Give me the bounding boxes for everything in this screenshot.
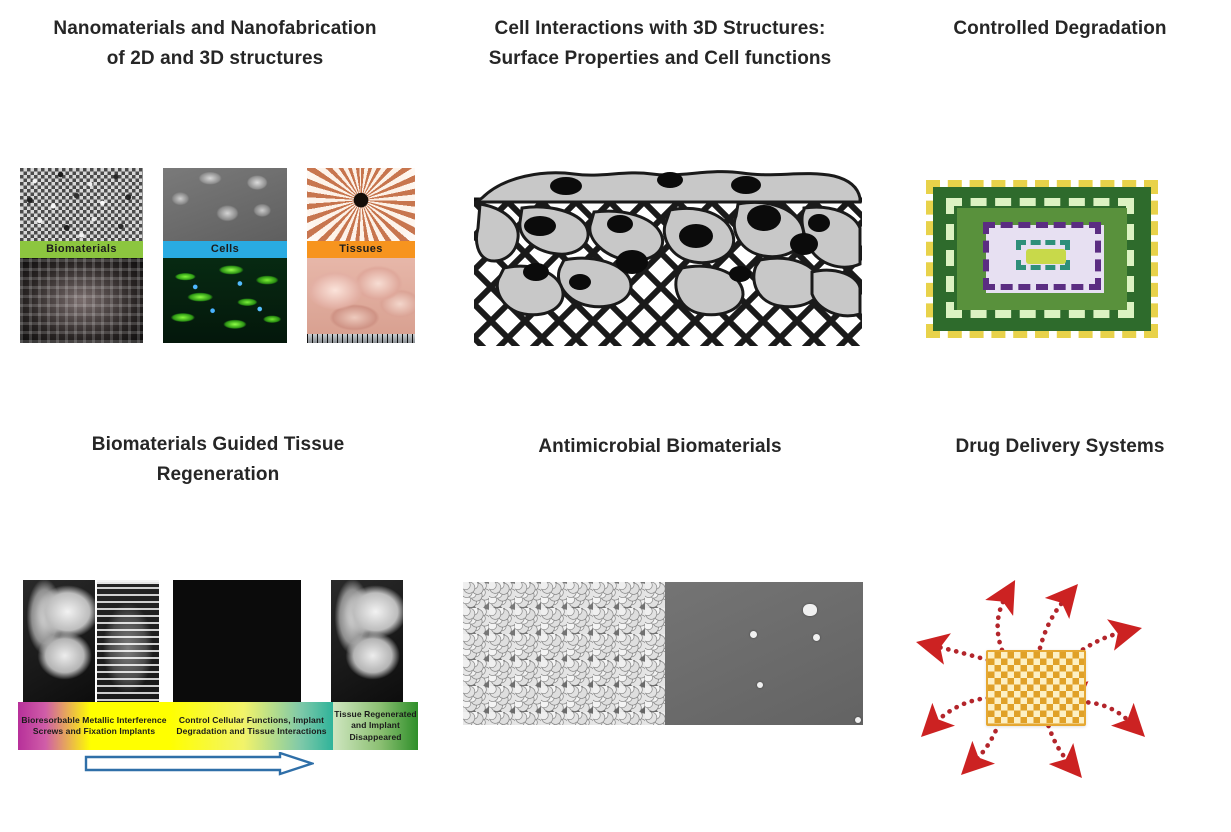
checkerboard-matrix-with-release-arrows <box>890 550 1180 800</box>
purple-dashes <box>983 222 1101 290</box>
page-title-cell-interactions: Cell Interactions with 3D Structures: Su… <box>488 18 832 69</box>
yellow-green-core <box>1026 249 1066 264</box>
bacteria-cluster <box>803 604 817 616</box>
scaffold-svg <box>474 170 862 346</box>
green-fluorescence-cells-thumb <box>233 580 301 702</box>
xray-tibia-with-screw-image <box>97 580 159 702</box>
cells-on-mesh-scaffold-diagram <box>474 168 862 346</box>
page-title-drug-delivery: Drug Delivery Systems <box>955 436 1165 457</box>
section-antimicrobial: Antimicrobial Biomaterials <box>440 420 880 832</box>
biomaterials-cells-tissues-triptych: Biomaterials Cells Tissues <box>20 168 415 343</box>
clean-surface-few-bacteria-image <box>665 582 863 725</box>
page-title-controlled-degradation: Controlled Degradation <box>953 18 1167 39</box>
green-fluorescence-cells-image <box>163 258 287 343</box>
pale-green-dashes <box>946 198 1134 318</box>
panel-label-tissues: Tissues <box>307 241 415 258</box>
arrow-svg <box>84 751 316 776</box>
caption-control-cellular-functions: Control Cellular Functions, Implant Degr… <box>170 702 333 750</box>
panel-tissues: Tissues <box>307 168 415 343</box>
outer-yellow-dashes <box>926 180 1158 338</box>
panel-cells: Cells <box>163 168 287 343</box>
sem-adherent-cells-image <box>163 168 287 241</box>
panel-biomaterials: Biomaterials <box>20 168 143 343</box>
section-nanomaterials: Nanomaterials and Nanofabrication of 2D … <box>0 0 430 400</box>
implant-degradation-timeline: Bioresorbable Metallic Interference Scre… <box>18 580 418 776</box>
section-controlled-degradation: Controlled Degradation <box>880 0 1231 400</box>
sem-nanoparticle-texture-image <box>20 168 143 241</box>
bacteria-dot <box>757 682 763 688</box>
xray-knee-lateral-image <box>23 580 95 702</box>
dense-bacteria-surface-image <box>463 582 665 725</box>
caption-text: Control Cellular Functions, Implant Degr… <box>176 714 327 737</box>
bacteria-dot <box>855 717 861 723</box>
tissue-photo-with-ruler-image <box>307 258 415 343</box>
process-direction-arrow <box>84 751 316 776</box>
concentric-dashed-rectangles-degradation <box>908 170 1173 345</box>
caption-bioresorbable-implants: Bioresorbable Metallic Interference Scre… <box>18 702 170 750</box>
teal-dashes <box>1016 240 1070 270</box>
caption-tissue-regenerated: Tissue Regenerated and Implant Disappear… <box>333 702 418 750</box>
xray-knee-regenerated-image <box>331 580 403 702</box>
page-title-nanomaterials: Nanomaterials and Nanofabrication of 2D … <box>53 18 377 69</box>
page-title-antimicrobial: Antimicrobial Biomaterials <box>538 436 782 457</box>
section-drug-delivery: Drug Delivery Systems <box>880 420 1231 832</box>
caption-text: Tissue Regenerated and Implant Disappear… <box>334 708 417 742</box>
section-tissue-regeneration: Biomaterials Guided Tissue Regeneration … <box>0 420 430 832</box>
section-cell-interactions: Cell Interactions with 3D Structures: Su… <box>440 0 880 400</box>
micro-grid-pattern-image <box>20 258 143 343</box>
ruler-scale <box>307 334 415 343</box>
bacteria-dot <box>813 634 820 641</box>
bacteria-dot <box>750 631 757 638</box>
caption-text: Bioresorbable Metallic Interference Scre… <box>21 714 167 737</box>
drug-loaded-matrix <box>986 650 1086 726</box>
page-title-tissue-regeneration: Biomaterials Guided Tissue Regeneration <box>91 434 345 485</box>
panel-label-cells: Cells <box>163 241 287 258</box>
panel-label-biomaterials: Biomaterials <box>20 241 143 258</box>
histology-stain-image <box>307 168 415 241</box>
sem-adherent-cells-thumb <box>173 580 233 702</box>
bacterial-colonisation-comparison-sem <box>463 582 863 725</box>
